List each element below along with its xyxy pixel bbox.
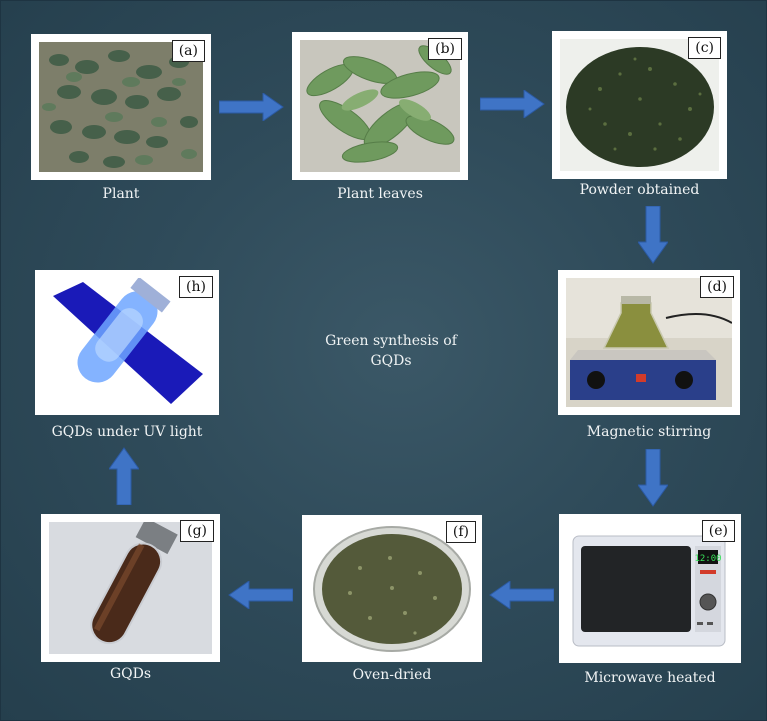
arrow-right-b-to-c — [480, 90, 545, 118]
arrow-right-a-to-b — [219, 93, 284, 121]
center-label: Green synthesis of GQDs — [301, 331, 481, 371]
arrow-left-e-to-f — [489, 581, 554, 609]
gqds-uv-photo — [43, 278, 211, 407]
panel-oven-dried: (f) — [302, 515, 482, 662]
panel-tag-e: (e) — [701, 520, 735, 542]
panel-plant-leaves: (b) — [292, 32, 468, 180]
caption-plant-leaves: Plant leaves — [337, 186, 423, 202]
panel-tag-h: (h) — [179, 276, 213, 298]
panel-tag-g: (g) — [180, 520, 214, 542]
panel-microwave: 12:00 (e) — [559, 514, 741, 663]
arrow-down-d-to-e — [638, 449, 668, 507]
microwave-photo: 12:00 — [567, 522, 733, 655]
caption-microwave: Microwave heated — [584, 670, 716, 686]
panel-tag-a: (a) — [171, 40, 205, 62]
caption-magnetic-stirring: Magnetic stirring — [586, 424, 712, 440]
panel-tag-f: (f) — [445, 521, 476, 543]
magnetic-stirrer-photo — [566, 278, 732, 407]
arrow-left-f-to-g — [228, 581, 293, 609]
caption-plant: Plant — [102, 186, 140, 202]
caption-gqds-uv: GQDs under UV light — [51, 424, 203, 440]
arrow-up-g-to-h — [109, 447, 139, 505]
center-label-line-1: Green synthesis of — [325, 333, 457, 349]
panel-gqds: (g) — [41, 514, 220, 662]
powder-photo — [560, 39, 719, 171]
plant-photo — [39, 42, 203, 172]
microwave-display: 12:00 — [694, 554, 721, 564]
panel-powder: (c) — [552, 31, 727, 179]
oven-dried-photo — [310, 523, 474, 654]
panel-tag-b: (b) — [428, 38, 462, 60]
caption-gqds: GQDs — [109, 666, 152, 682]
panel-tag-d: (d) — [700, 276, 734, 298]
plant-leaves-photo — [300, 40, 460, 172]
panel-gqds-uv: (h) — [35, 270, 219, 415]
panel-tag-c: (c) — [688, 37, 721, 59]
arrow-down-c-to-d — [638, 206, 668, 264]
gqds-vial-photo — [49, 522, 212, 654]
center-label-line-2: GQDs — [370, 353, 412, 369]
caption-powder: Powder obtained — [579, 182, 700, 198]
caption-oven-dried: Oven-dried — [352, 667, 432, 683]
panel-plant: (a) — [31, 34, 211, 180]
panel-magnetic-stirring: (d) — [558, 270, 740, 415]
